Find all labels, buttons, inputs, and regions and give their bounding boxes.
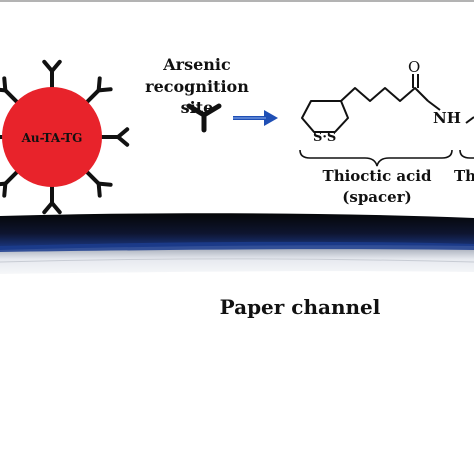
recognition-title-line2: recognition	[145, 77, 249, 96]
spacer-label-line1: Thioctic acid	[323, 167, 432, 185]
ligand-receptor-icon	[42, 183, 62, 215]
nanoparticle-ligands	[0, 59, 130, 215]
recognition-site-icon	[186, 103, 222, 133]
nh-group-label: NH	[433, 109, 461, 127]
thioctic-acid-structure	[301, 74, 441, 133]
partial-label: Th	[454, 167, 474, 185]
sulfur-atoms-label: S·S	[313, 130, 336, 145]
oxygen-atom-label: O	[408, 58, 420, 76]
ligand-receptor-icon	[0, 168, 21, 198]
nh-bond-line	[465, 116, 474, 124]
right-arrow-icon	[233, 110, 278, 126]
ligand-receptor-icon	[0, 135, 6, 139]
ligand-receptor-icon	[83, 76, 113, 106]
paper-highlight	[0, 258, 474, 263]
ligand-receptor-icon	[83, 168, 113, 198]
ligand-receptor-icon	[42, 59, 62, 91]
next-brace	[459, 149, 474, 159]
ligand-receptor-icon	[0, 76, 21, 106]
recognition-title-line1: Arsenic	[162, 55, 231, 74]
gold-nanoparticle	[2, 87, 102, 187]
channel-dark-strip	[0, 213, 474, 250]
spacer-label-line2: (spacer)	[342, 188, 411, 206]
nanoparticle-label: Au-TA-TG	[21, 131, 83, 145]
ligand-receptor-icon	[98, 127, 130, 147]
spacer-brace	[299, 149, 453, 167]
paper-surface	[0, 249, 474, 274]
paper-channel-label: Paper channel	[220, 295, 381, 319]
